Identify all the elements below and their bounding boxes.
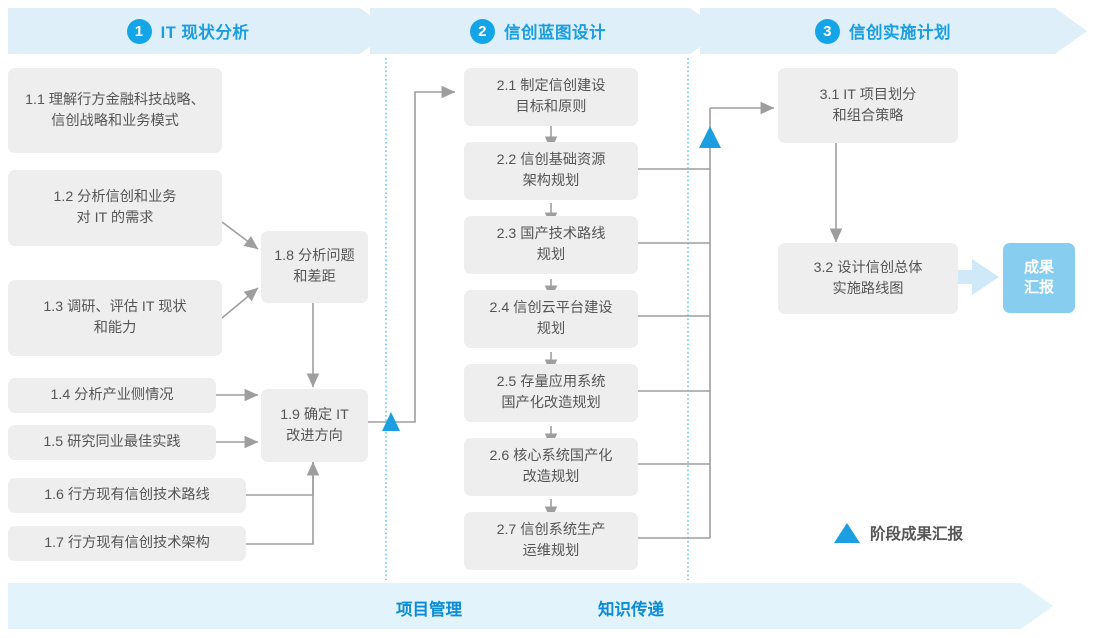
phase-header-1[interactable]: 1 IT 现状分析 — [8, 8, 368, 54]
task-label-1-1: 1.1 理解行方金融科技战略、 信创战略和业务模式 — [25, 91, 205, 129]
task-box-2-7[interactable]: 2.7 信创系统生产 运维规划 — [464, 512, 638, 570]
task-box-2-1[interactable]: 2.1 制定信创建设 目标和原则 — [464, 68, 638, 126]
connector-1_2-to-1_8 — [221, 221, 259, 250]
legend-label: 阶段成果汇报 — [870, 526, 964, 543]
task-box-2-6[interactable]: 2.6 核心系统国产化 改造规划 — [464, 438, 638, 496]
task-label-1-6: 1.6 行方现有信创技术路线 — [44, 487, 210, 504]
task-label-2-3: 2.3 国产技术路线 规划 — [496, 226, 606, 263]
connector-1_6-to-1_9 — [246, 461, 320, 496]
phase-header-2[interactable]: 2 信创蓝图设计 — [378, 8, 698, 54]
task-box-2-5[interactable]: 2.5 存量应用系统 国产化改造规划 — [464, 364, 638, 422]
task-label-2-5: 2.5 存量应用系统 国产化改造规划 — [496, 374, 606, 411]
task-label-2-7: 2.7 信创系统生产 运维规划 — [496, 522, 606, 559]
task-label-1-5: 1.5 研究同业最佳实践 — [43, 434, 181, 451]
task-label-2-6: 2.6 核心系统国产化 改造规划 — [489, 448, 613, 485]
task-box-3-2[interactable]: 3.2 设计信创总体 实施路线图 — [778, 243, 958, 314]
task-box-1-8[interactable]: 1.8 分析问题 和差距 — [261, 231, 368, 303]
task-box-2-2[interactable]: 2.2 信创基础资源 架构规划 — [464, 142, 638, 200]
task-label-2-4: 2.4 信创云平台建设 规划 — [489, 300, 613, 337]
milestone-triangle-phase1 — [382, 412, 400, 431]
task-box-1-1[interactable]: 1.1 理解行方金融科技战略、 信创战略和业务模式 — [8, 68, 222, 153]
legend-milestone: 阶段成果汇报 — [834, 522, 963, 544]
phase-label-2: 信创蓝图设计 — [504, 24, 606, 42]
task-label-1-2: 1.2 分析信创和业务 对 IT 的需求 — [53, 189, 177, 226]
task-label-3-1: 3.1 IT 项目划分 和组合策略 — [819, 86, 917, 124]
bottom-band-label-1[interactable]: 项目管理 — [396, 601, 462, 619]
result-report-badge[interactable]: 成果 汇报 — [1003, 243, 1075, 313]
connector-1_9-to-2_1 — [368, 85, 456, 423]
connector-1_7-to-1_9 — [246, 462, 314, 545]
connector-1_3-to-1_8 — [221, 287, 259, 319]
task-label-2-2: 2.2 信创基础资源 架构规划 — [496, 152, 606, 189]
task-box-1-3[interactable]: 1.3 调研、评估 IT 现状 和能力 — [8, 280, 222, 356]
task-box-1-6[interactable]: 1.6 行方现有信创技术路线 — [8, 478, 246, 513]
phase-number-3: 3 — [815, 18, 840, 44]
bottom-band-label-2[interactable]: 知识传递 — [598, 601, 664, 619]
task-label-1-9: 1.9 确定 IT 改进方向 — [280, 406, 349, 444]
bottom-band-shape — [8, 583, 1053, 629]
task-box-2-4[interactable]: 2.4 信创云平台建设 规划 — [464, 290, 638, 348]
task-label-3-2: 3.2 设计信创总体 实施路线图 — [813, 259, 923, 297]
phase-header-3[interactable]: 3 信创实施计划 — [708, 8, 1058, 54]
phase-label-3: 信创实施计划 — [849, 24, 951, 42]
task-box-3-1[interactable]: 3.1 IT 项目划分 和组合策略 — [778, 68, 958, 143]
task-box-2-3[interactable]: 2.3 国产技术路线 规划 — [464, 216, 638, 274]
milestone-triangle-phase2 — [699, 126, 721, 148]
task-label-1-4: 1.4 分析产业侧情况 — [50, 387, 174, 404]
task-label-2-1: 2.1 制定信创建设 目标和原则 — [496, 78, 606, 115]
task-box-1-7[interactable]: 1.7 行方现有信创技术架构 — [8, 526, 246, 561]
task-label-1-3: 1.3 调研、评估 IT 现状 和能力 — [43, 299, 187, 336]
phase-number-2: 2 — [470, 18, 495, 44]
task-box-1-5[interactable]: 1.5 研究同业最佳实践 — [8, 425, 216, 460]
triangle-up-icon — [834, 523, 860, 543]
task-label-1-8: 1.8 分析问题 和差距 — [274, 248, 355, 285]
task-label-1-7: 1.7 行方现有信创技术架构 — [44, 535, 210, 552]
phase-number-1: 1 — [126, 18, 152, 44]
result-report-label: 成果 汇报 — [1023, 258, 1054, 296]
task-box-1-9[interactable]: 1.9 确定 IT 改进方向 — [261, 389, 368, 462]
task-box-1-4[interactable]: 1.4 分析产业侧情况 — [8, 378, 216, 413]
phase-label-1: IT 现状分析 — [160, 24, 250, 42]
task-box-1-2[interactable]: 1.2 分析信创和业务 对 IT 的需求 — [8, 170, 222, 246]
